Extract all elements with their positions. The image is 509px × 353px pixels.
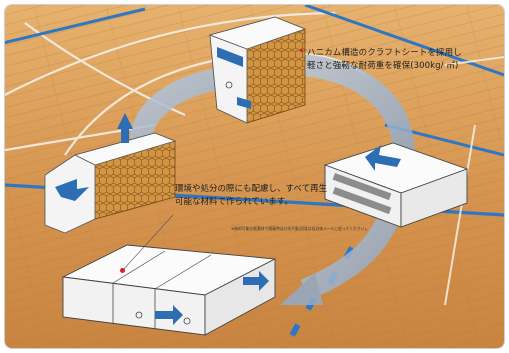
- environment-caption: 環境や処分の際にも配慮し、すべて再生 可能な材料で作られています。: [175, 183, 327, 209]
- assembled-box-right: [323, 142, 469, 228]
- honeycomb-caption-line1: ハニカム構造のクラフトシートを採用し: [307, 48, 462, 58]
- honeycomb-caption: ハニカム構造のクラフトシートを採用し 軽さと強靭な耐荷重を確保(300kg/ ㎡…: [307, 47, 462, 73]
- environment-caption-line2: 可能な材料で作られています。: [175, 197, 293, 207]
- environment-caption-line1: 環境や処分の際にも配慮し、すべて再生: [175, 184, 328, 194]
- scene-illustration: [5, 5, 504, 348]
- honeycomb-caption-line2: 軽さと強靭な耐荷重を確保(300kg/ ㎡): [307, 61, 459, 71]
- illustration-frame: ハニカム構造のクラフトシートを採用し 軽さと強靭な耐荷重を確保(300kg/ ㎡…: [4, 4, 505, 349]
- callout-dot-top: [300, 49, 303, 52]
- fine-print-note: ※焼却可能な紙素材で廃棄時は分別不要(回収は自治体ルールに従ってください)。: [231, 226, 370, 231]
- upright-honeycomb-panel: [208, 16, 307, 124]
- leader-line-bottom: [122, 214, 174, 271]
- court-lines-white-right: [444, 56, 504, 306]
- callout-dot-bottom: [120, 268, 125, 273]
- flattened-panel-left: [44, 113, 177, 234]
- assembled-box-row: [61, 244, 277, 336]
